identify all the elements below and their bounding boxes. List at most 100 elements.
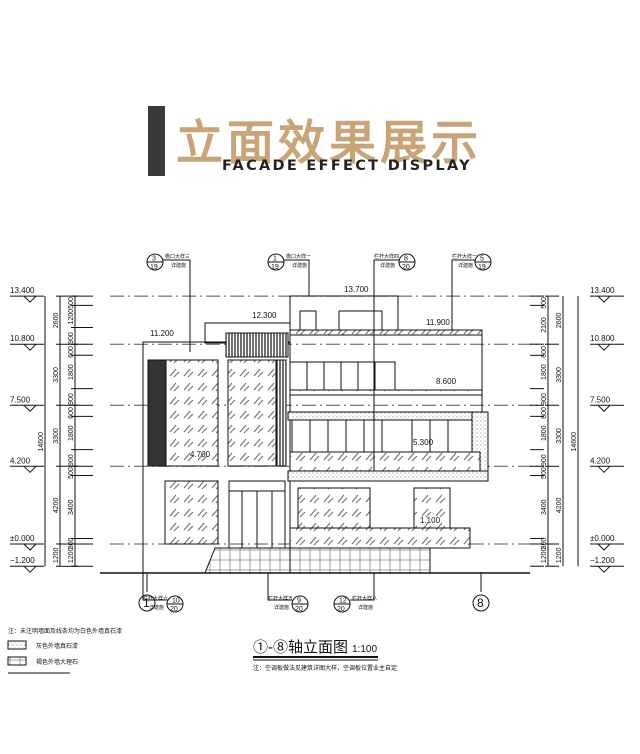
level-triangle (23, 465, 37, 474)
level-label: 13.700 (344, 285, 369, 294)
callout-label: 详建施 (292, 262, 307, 269)
callout-label: 详建施 (380, 262, 395, 269)
dimension-value: 3300 (53, 428, 60, 444)
dimension-value: 1800 (68, 425, 75, 441)
level-label: −1.200 (590, 556, 615, 565)
legend-item: 灰色外墙真石漆 (36, 642, 78, 650)
glass-window (227, 359, 277, 467)
level-label: 7.500 (10, 395, 31, 404)
page-subtitle: FACADE EFFECT DISPLAY (222, 158, 472, 174)
drawing-note: 注：空调板做法见建筑详图大样，空调板位置业主自定 (253, 664, 397, 672)
level-triangle (597, 404, 611, 412)
glass-window (164, 480, 219, 545)
dimension-value: 3400 (541, 499, 548, 515)
callout-leader (267, 573, 292, 601)
dimension-value: 600 (68, 407, 75, 419)
level-label: 4.200 (590, 456, 611, 465)
callout-number: 8 (404, 256, 408, 263)
dimension-total: 14600 (38, 432, 45, 452)
dimension-value: 900 (68, 393, 75, 405)
brown-marble-panel (275, 359, 287, 467)
dimension-value: 2600 (556, 312, 563, 328)
callout-label: 栏杆大样四 (374, 253, 399, 260)
callout-sheet: 20 (402, 264, 410, 271)
drawing-scale: 1:100 (352, 644, 377, 655)
callout-label: 檐口大样三 (165, 253, 190, 260)
dimension-chains: 2600330033004200120050012009006001800900… (38, 295, 579, 567)
callout-label: 详建施 (171, 262, 186, 269)
axis-markers: 1 8 (138, 594, 490, 612)
callout-leader (142, 573, 167, 601)
dimension-value: 1200 (53, 547, 60, 563)
dimension-value: 900 (541, 393, 548, 405)
dimension-value: 900 (68, 454, 75, 466)
level-triangle (597, 565, 611, 573)
entrance-steps (204, 547, 291, 574)
brown-marble-panel (225, 332, 289, 358)
legend-swatch-brown-marble (7, 656, 27, 666)
level-triangle (23, 295, 37, 303)
dimension-value: 3300 (556, 428, 563, 444)
upper-right-block (289, 329, 483, 413)
dimension-value: 1200 (68, 309, 75, 325)
callout-sheet: 19 (478, 264, 486, 271)
roof-window (338, 310, 383, 331)
level-label: 1.100 (420, 516, 441, 525)
dimension-value: 1200 (541, 547, 548, 563)
callout-leader (284, 259, 310, 296)
dimension-value: 300 (68, 537, 75, 549)
detail-callouts: 319檐口大样三详建施119檐口大样一详建施820栏杆大样四详建施519栏杆大样… (142, 253, 492, 613)
glass-window (413, 487, 451, 529)
callout-label: 详建施 (358, 604, 373, 611)
glass-band (289, 451, 481, 472)
level-label: 13.400 (590, 286, 615, 295)
callout-label: 栏杆大样八 (352, 595, 377, 602)
callout-leader (163, 259, 191, 352)
legend: 注：未注明墙面及线条均为白色外墙真石漆 灰色外墙真石漆 褐色外墙大理石 (7, 627, 122, 674)
dimension-value: 300 (541, 537, 548, 549)
glass-window (165, 359, 219, 467)
dimension-value: 3300 (556, 367, 563, 383)
dimension-value: 4200 (556, 497, 563, 513)
dimension-value: 3400 (68, 499, 75, 515)
level-triangle (23, 565, 37, 573)
stone-canopy (287, 411, 489, 421)
dimension-value: 600 (541, 407, 548, 419)
level-label: 10.800 (10, 334, 35, 343)
level-label: 11.200 (150, 329, 174, 338)
dimension-value: 500 (68, 297, 75, 309)
axis-label-start: 1 (143, 596, 150, 610)
callout-number: 12 (339, 598, 347, 605)
callout-label: 详建施 (274, 604, 289, 611)
dimension-value: 2600 (53, 312, 60, 328)
callout-label: 详建施 (149, 604, 164, 611)
dimension-value: 1200 (556, 547, 563, 563)
building-outline (100, 295, 530, 592)
dimension-value: 500 (68, 467, 75, 479)
level-label: 11.900 (426, 318, 450, 327)
level-label: 4.200 (10, 456, 31, 465)
callout-leader (373, 259, 399, 470)
level-label: 12.300 (252, 311, 277, 320)
callout-sheet: 19 (150, 264, 158, 271)
level-label: ±0.000 (10, 534, 35, 543)
level-label: 5.300 (413, 438, 434, 447)
callout-sheet: 19 (271, 264, 279, 271)
callout-label: 栏杆大样五 (268, 595, 293, 602)
level-triangle (597, 543, 611, 551)
callout-label: 栏杆大样六 (143, 595, 168, 602)
dimension-value: 500 (541, 297, 548, 309)
callout-number: 3 (152, 256, 156, 263)
callout-number: 10 (172, 598, 180, 605)
level-label: −1.200 (10, 556, 35, 565)
dimension-value: 2100 (541, 317, 548, 333)
dimension-value: 4200 (53, 497, 60, 513)
axis-label-end: 8 (477, 596, 484, 610)
dimension-value: 500 (541, 467, 548, 479)
building-level-labels: 13.700 12.300 11.900 11.200 8.600 5.300 … (150, 285, 457, 525)
